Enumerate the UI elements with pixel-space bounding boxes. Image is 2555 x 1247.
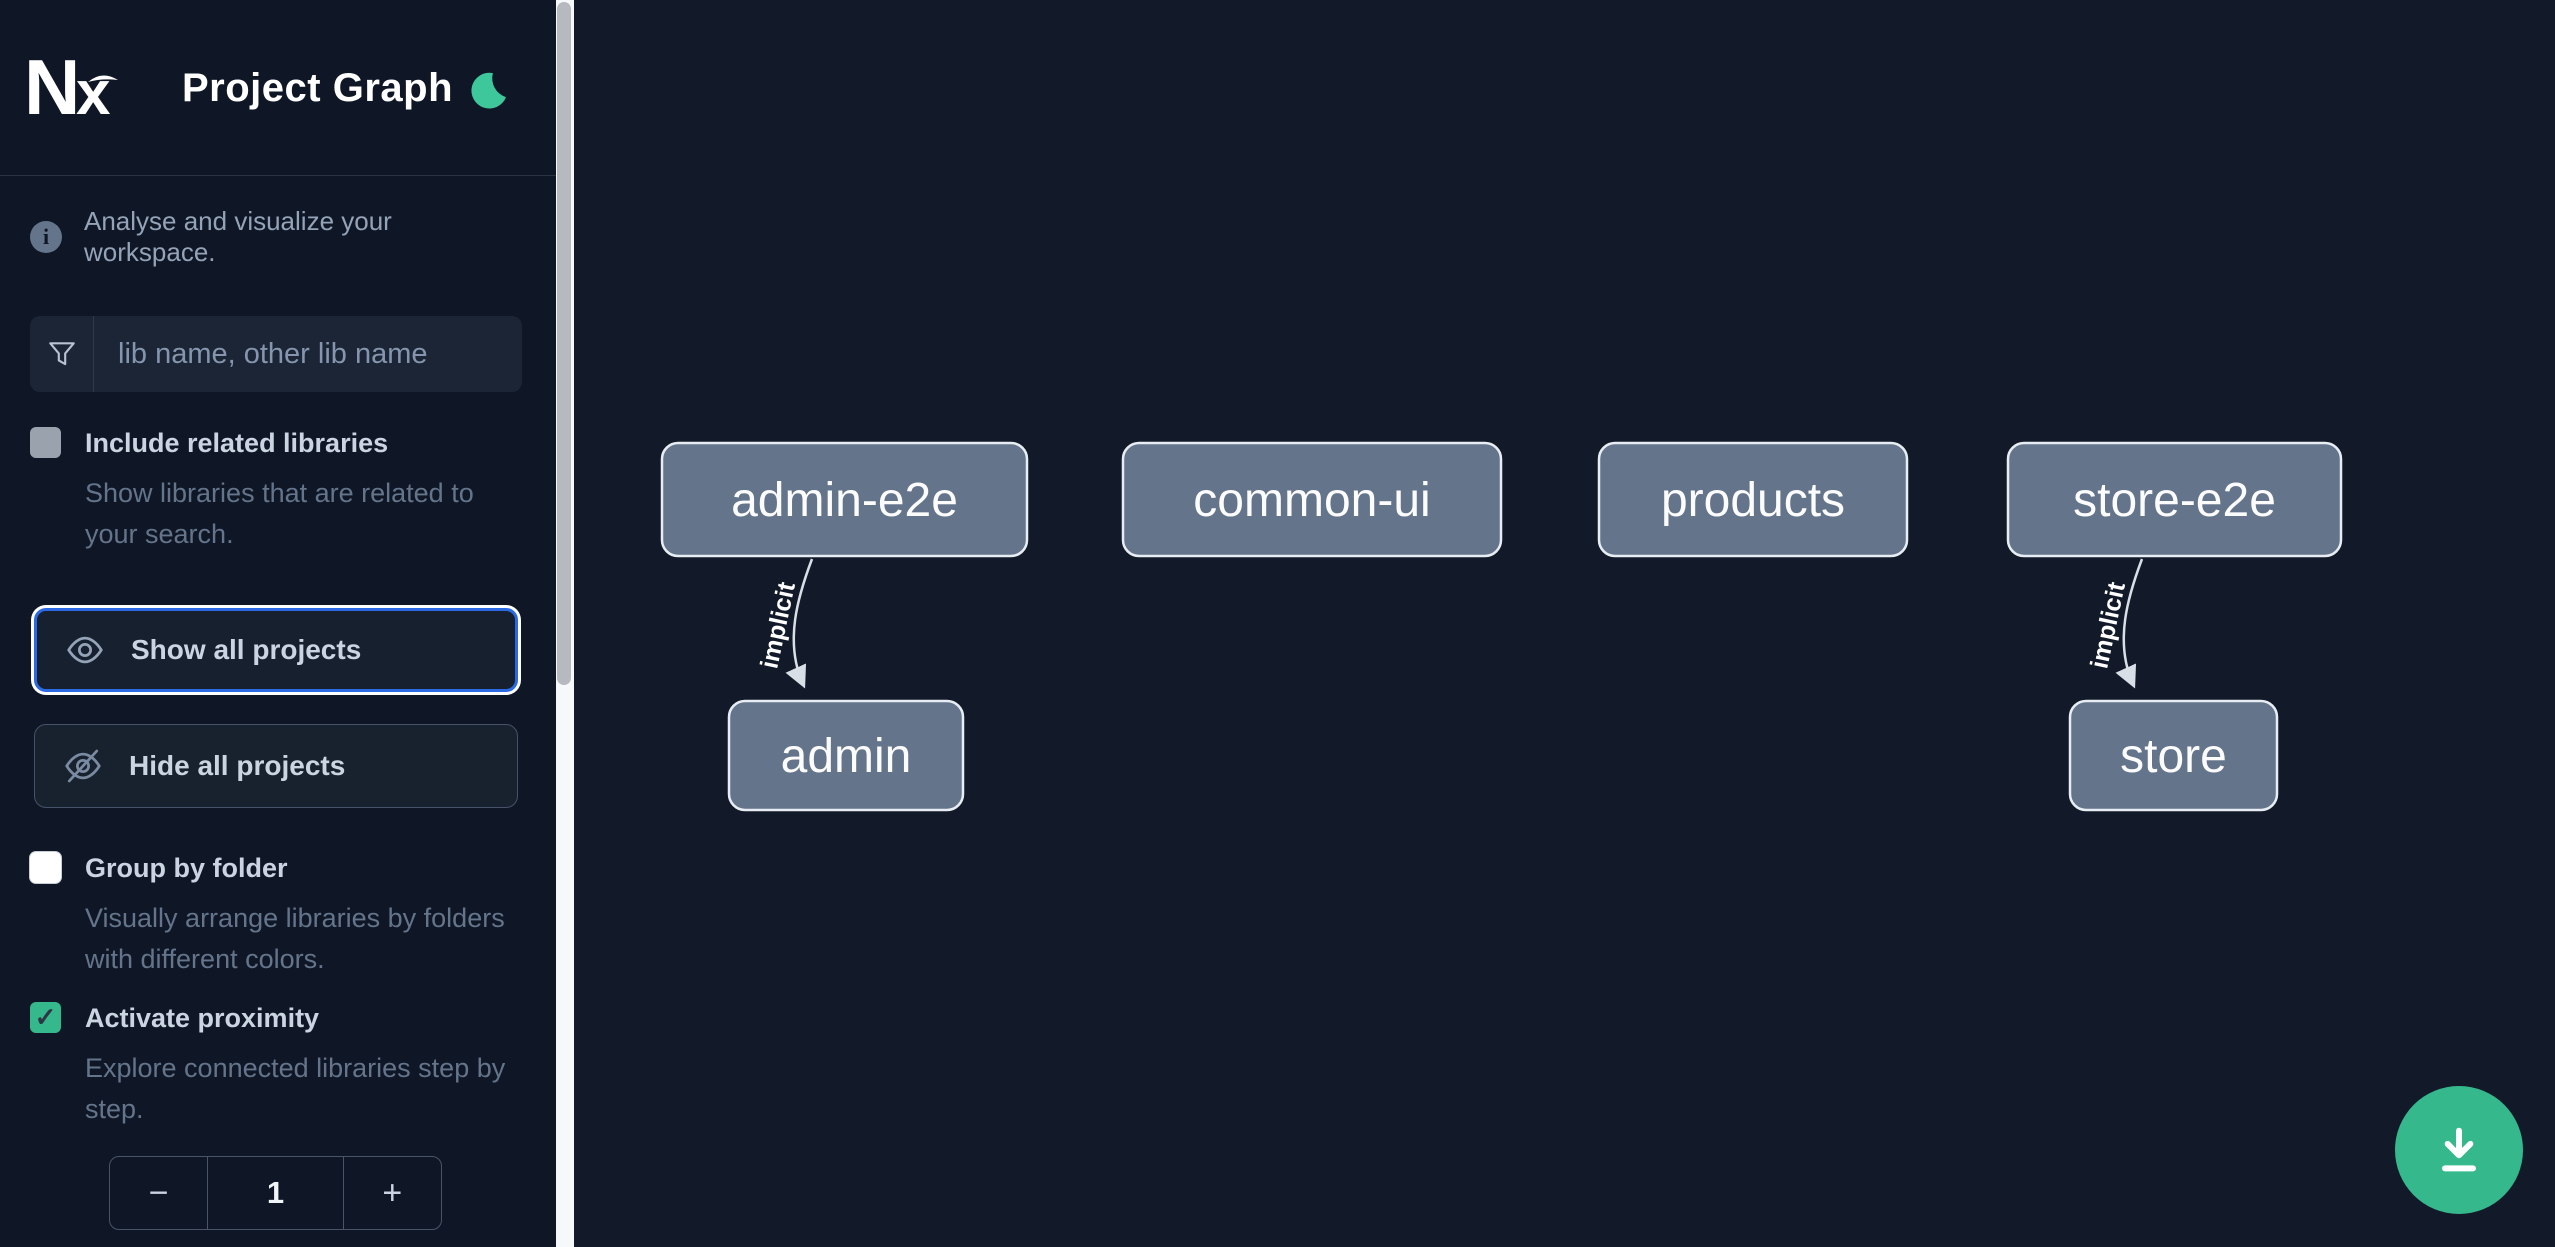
show-all-projects-label: Show all projects xyxy=(131,634,362,665)
svg-text:N: N xyxy=(28,52,76,124)
sidebar-scrollbar-thumb[interactable] xyxy=(557,2,571,685)
eye-off-icon xyxy=(63,746,103,786)
download-graph-button[interactable] xyxy=(2395,1086,2523,1214)
svg-text:store-e2e: store-e2e xyxy=(2073,474,2276,527)
stepper-decrement-button[interactable]: − xyxy=(110,1157,207,1229)
stepper-value: 1 xyxy=(207,1157,344,1229)
proximity-stepper: − 1 + xyxy=(109,1156,442,1230)
hide-all-projects-button[interactable]: Hide all projects xyxy=(34,724,518,808)
sidebar-header: N x Project Graph xyxy=(0,0,556,176)
moon-icon xyxy=(471,72,506,109)
svg-text:products: products xyxy=(1661,474,1845,527)
svg-text:admin-e2e: admin-e2e xyxy=(731,474,958,527)
info-icon: i xyxy=(30,221,62,253)
nx-logo-icon: N x xyxy=(28,52,118,124)
include-related-checkbox[interactable] xyxy=(30,427,61,458)
funnel-icon xyxy=(48,342,75,366)
graph-nodes: admin-e2e common-ui products store-e2e admin… xyxy=(660,441,2343,812)
eye-icon xyxy=(65,630,105,670)
sidebar: N x Project Graph i Analyse and visualiz… xyxy=(0,0,556,1247)
group-by-folder-label: Group by folder xyxy=(85,853,288,883)
option-activate-proximity: ✓ Activate proximity Explore connected l… xyxy=(30,1000,530,1130)
edge-admin-e2e-admin xyxy=(785,558,814,689)
theme-toggle-button[interactable] xyxy=(462,68,510,116)
graph-node-store-e2e[interactable]: store-e2e xyxy=(2006,441,2343,558)
activate-proximity-label: Activate proximity xyxy=(85,1003,320,1033)
group-by-folder-checkbox[interactable] xyxy=(30,852,61,883)
graph-node-products[interactable]: products xyxy=(1597,441,1909,558)
group-by-folder-desc: Visually arrange libraries by folders wi… xyxy=(85,903,505,974)
tagline-text: Analyse and visualize your workspace. xyxy=(84,206,392,267)
svg-text:common-ui: common-ui xyxy=(1193,474,1430,527)
filter-icon-cell xyxy=(30,316,94,392)
tagline-row: i Analyse and visualize your workspace. xyxy=(30,206,530,268)
graph-node-store[interactable]: store xyxy=(2068,699,2279,812)
hide-all-projects-label: Hide all projects xyxy=(129,750,346,781)
option-include-related: Include related libraries Show libraries… xyxy=(30,425,530,555)
edge-store-e2e-store xyxy=(2115,558,2144,689)
graph-node-common-ui[interactable]: common-ui xyxy=(1121,441,1503,558)
svg-text:store: store xyxy=(2120,730,2227,783)
include-related-label: Include related libraries xyxy=(85,428,389,458)
svg-text:x: x xyxy=(76,59,111,124)
stepper-increment-button[interactable]: + xyxy=(344,1157,441,1229)
activate-proximity-desc: Explore connected libraries step by step… xyxy=(85,1053,506,1124)
sidebar-scrollbar-track[interactable] xyxy=(556,0,574,1247)
option-group-by-folder: Group by folder Visually arrange librari… xyxy=(30,850,530,980)
filter-input[interactable] xyxy=(94,316,522,392)
svg-text:admin: admin xyxy=(781,730,912,783)
filter-box xyxy=(30,316,522,392)
activate-proximity-checkbox[interactable]: ✓ xyxy=(30,1002,61,1033)
graph-node-admin-e2e[interactable]: admin-e2e xyxy=(660,441,1029,558)
page-title: Project Graph xyxy=(182,66,454,110)
include-related-desc: Show libraries that are related to your … xyxy=(85,478,474,549)
show-all-projects-button[interactable]: Show all projects xyxy=(34,608,518,692)
graph-node-admin[interactable]: admin xyxy=(727,699,965,812)
download-icon xyxy=(2442,1127,2476,1172)
